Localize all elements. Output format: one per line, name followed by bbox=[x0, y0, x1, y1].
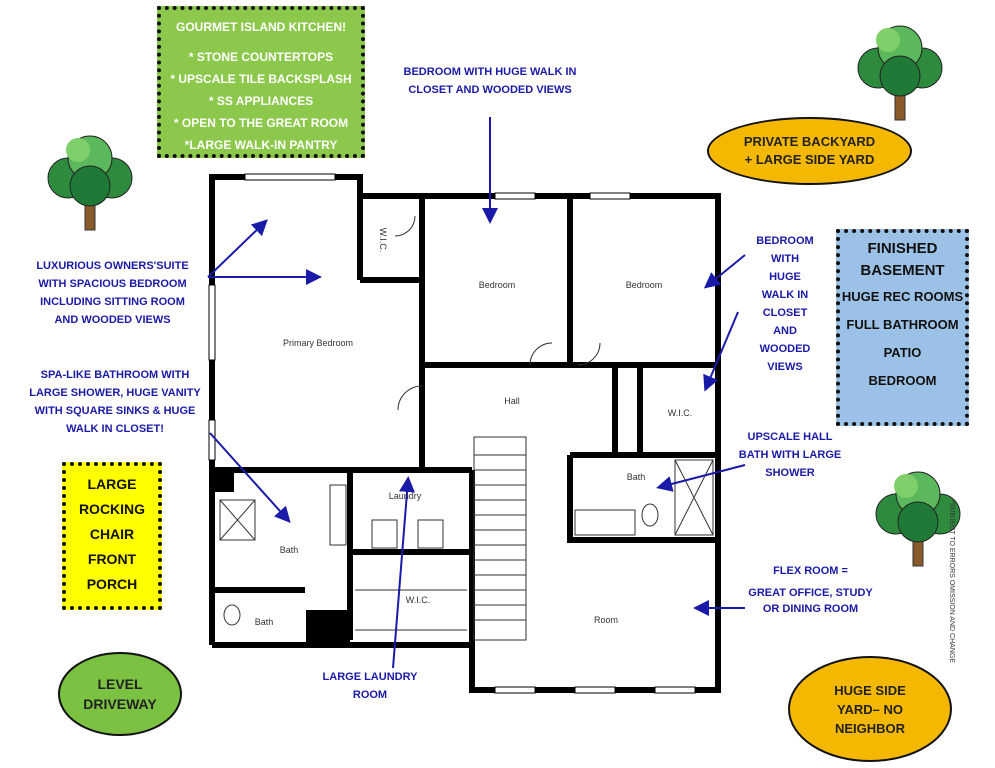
tree-icon bbox=[47, 135, 133, 231]
room-label-wic: W.I.C. bbox=[405, 595, 431, 605]
room-label-bath: Bath bbox=[254, 617, 274, 627]
tree-icon bbox=[857, 25, 943, 121]
disclaimer: *SUBJECT TO ERRORS OMISSION AND CHANGE bbox=[948, 500, 955, 663]
basement-callout-box: FINISHED BASEMENT HUGE REC ROOMS FULL BA… bbox=[836, 229, 969, 426]
room-label-room: Room bbox=[593, 615, 619, 625]
room-label-bath: Bath bbox=[279, 545, 299, 555]
room-label-bedroom: Bedroom bbox=[478, 280, 516, 290]
kitchen-title: GOURMET ISLAND KITCHEN! bbox=[176, 20, 346, 34]
room-label-bath: Bath bbox=[626, 472, 646, 482]
room-label-wic: W.I.C. bbox=[667, 408, 693, 418]
room-label-laundry: Laundry bbox=[388, 491, 422, 501]
room-label-wic: W.I.C. bbox=[378, 227, 388, 253]
stairs bbox=[219, 215, 714, 641]
kitchen-item: * STONE COUNTERTOPS bbox=[188, 50, 334, 64]
room-label-primary-bedroom: Primary Bedroom bbox=[282, 338, 354, 348]
callout-arrows bbox=[207, 117, 746, 669]
kitchen-item: *LARGE WALK-IN PANTRY bbox=[184, 138, 338, 152]
kitchen-item: * UPSCALE TILE BACKSPLASH bbox=[170, 72, 352, 86]
kitchen-item: * SS APPLIANCES bbox=[208, 94, 314, 108]
room-label-hall: Hall bbox=[504, 396, 520, 406]
kitchen-callout-box: GOURMET ISLAND KITCHEN! * STONE COUNTERT… bbox=[157, 6, 365, 158]
kitchen-item: * OPEN TO THE GREAT ROOM bbox=[173, 116, 349, 130]
backyard-oval: PRIVATE BACKYARD+ LARGE SIDE YARD bbox=[707, 117, 912, 185]
walls bbox=[209, 174, 721, 693]
room-label-bedroom: Bedroom bbox=[625, 280, 663, 290]
